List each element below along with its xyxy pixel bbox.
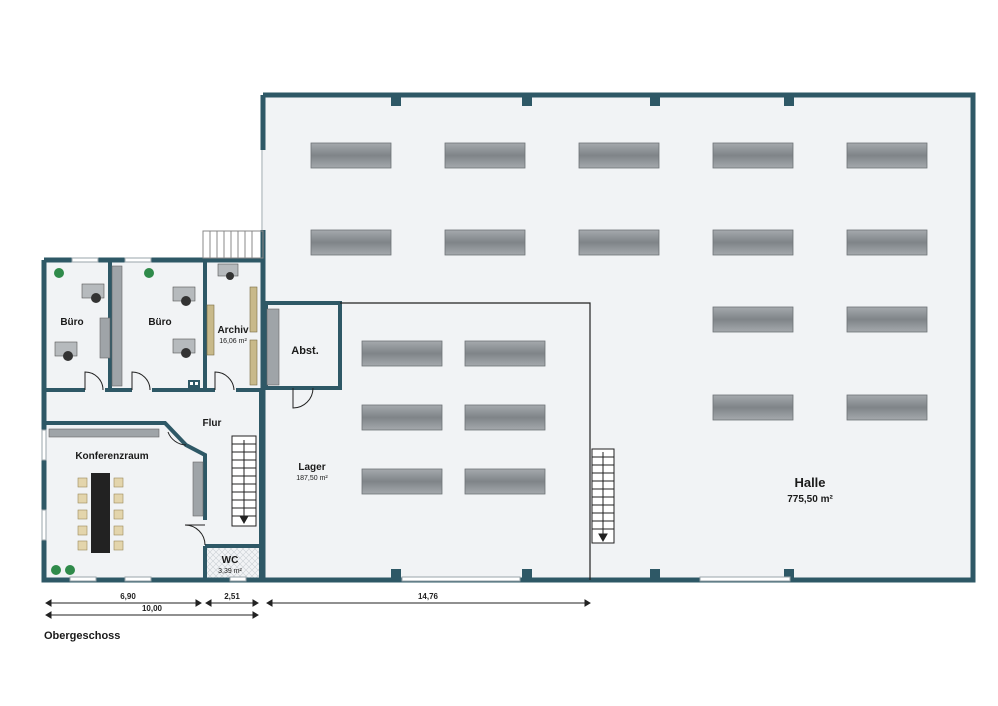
halle-floor [263, 95, 973, 580]
floor-title: Obergeschoss [44, 630, 121, 642]
doors [84, 371, 314, 546]
room-archiv-area: 16,06 m² [219, 338, 247, 345]
room-halle-name: Halle [794, 475, 825, 490]
room-lager-name: Lager [298, 462, 325, 473]
room-buero1-name: Büro [60, 317, 83, 328]
room-wc-area: 3,39 m² [218, 568, 242, 575]
dimension-lines [45, 599, 591, 619]
room-konferenz-name: Konferenzraum [75, 451, 148, 462]
exterior-steps [202, 230, 264, 259]
room-wc-name: WC [222, 555, 239, 566]
furniture [48, 263, 280, 575]
dimension-14-76: 14,76 [418, 592, 439, 601]
lager-partition [340, 302, 591, 580]
stairs-lager [591, 448, 615, 544]
room-lager-area: 187,50 m² [296, 475, 328, 482]
walls [41, 92, 976, 583]
room-abst-name: Abst. [291, 345, 319, 357]
lager-racks [361, 340, 546, 495]
room-halle-area: 775,50 m² [787, 494, 833, 505]
room-buero2-name: Büro [148, 317, 171, 328]
halle-racks [310, 142, 928, 421]
room-flur-name: Flur [203, 418, 222, 429]
room-archiv-name: Archiv [217, 325, 249, 336]
columns [391, 96, 794, 579]
dimension-10-00: 10,00 [142, 604, 163, 613]
office-wing-floor [44, 260, 266, 580]
dimension-2-51: 2,51 [224, 592, 240, 601]
stairs-flur [231, 435, 257, 527]
wc-floor [205, 546, 261, 580]
windows [41, 150, 791, 582]
dimension-6-90: 6,90 [120, 592, 136, 601]
